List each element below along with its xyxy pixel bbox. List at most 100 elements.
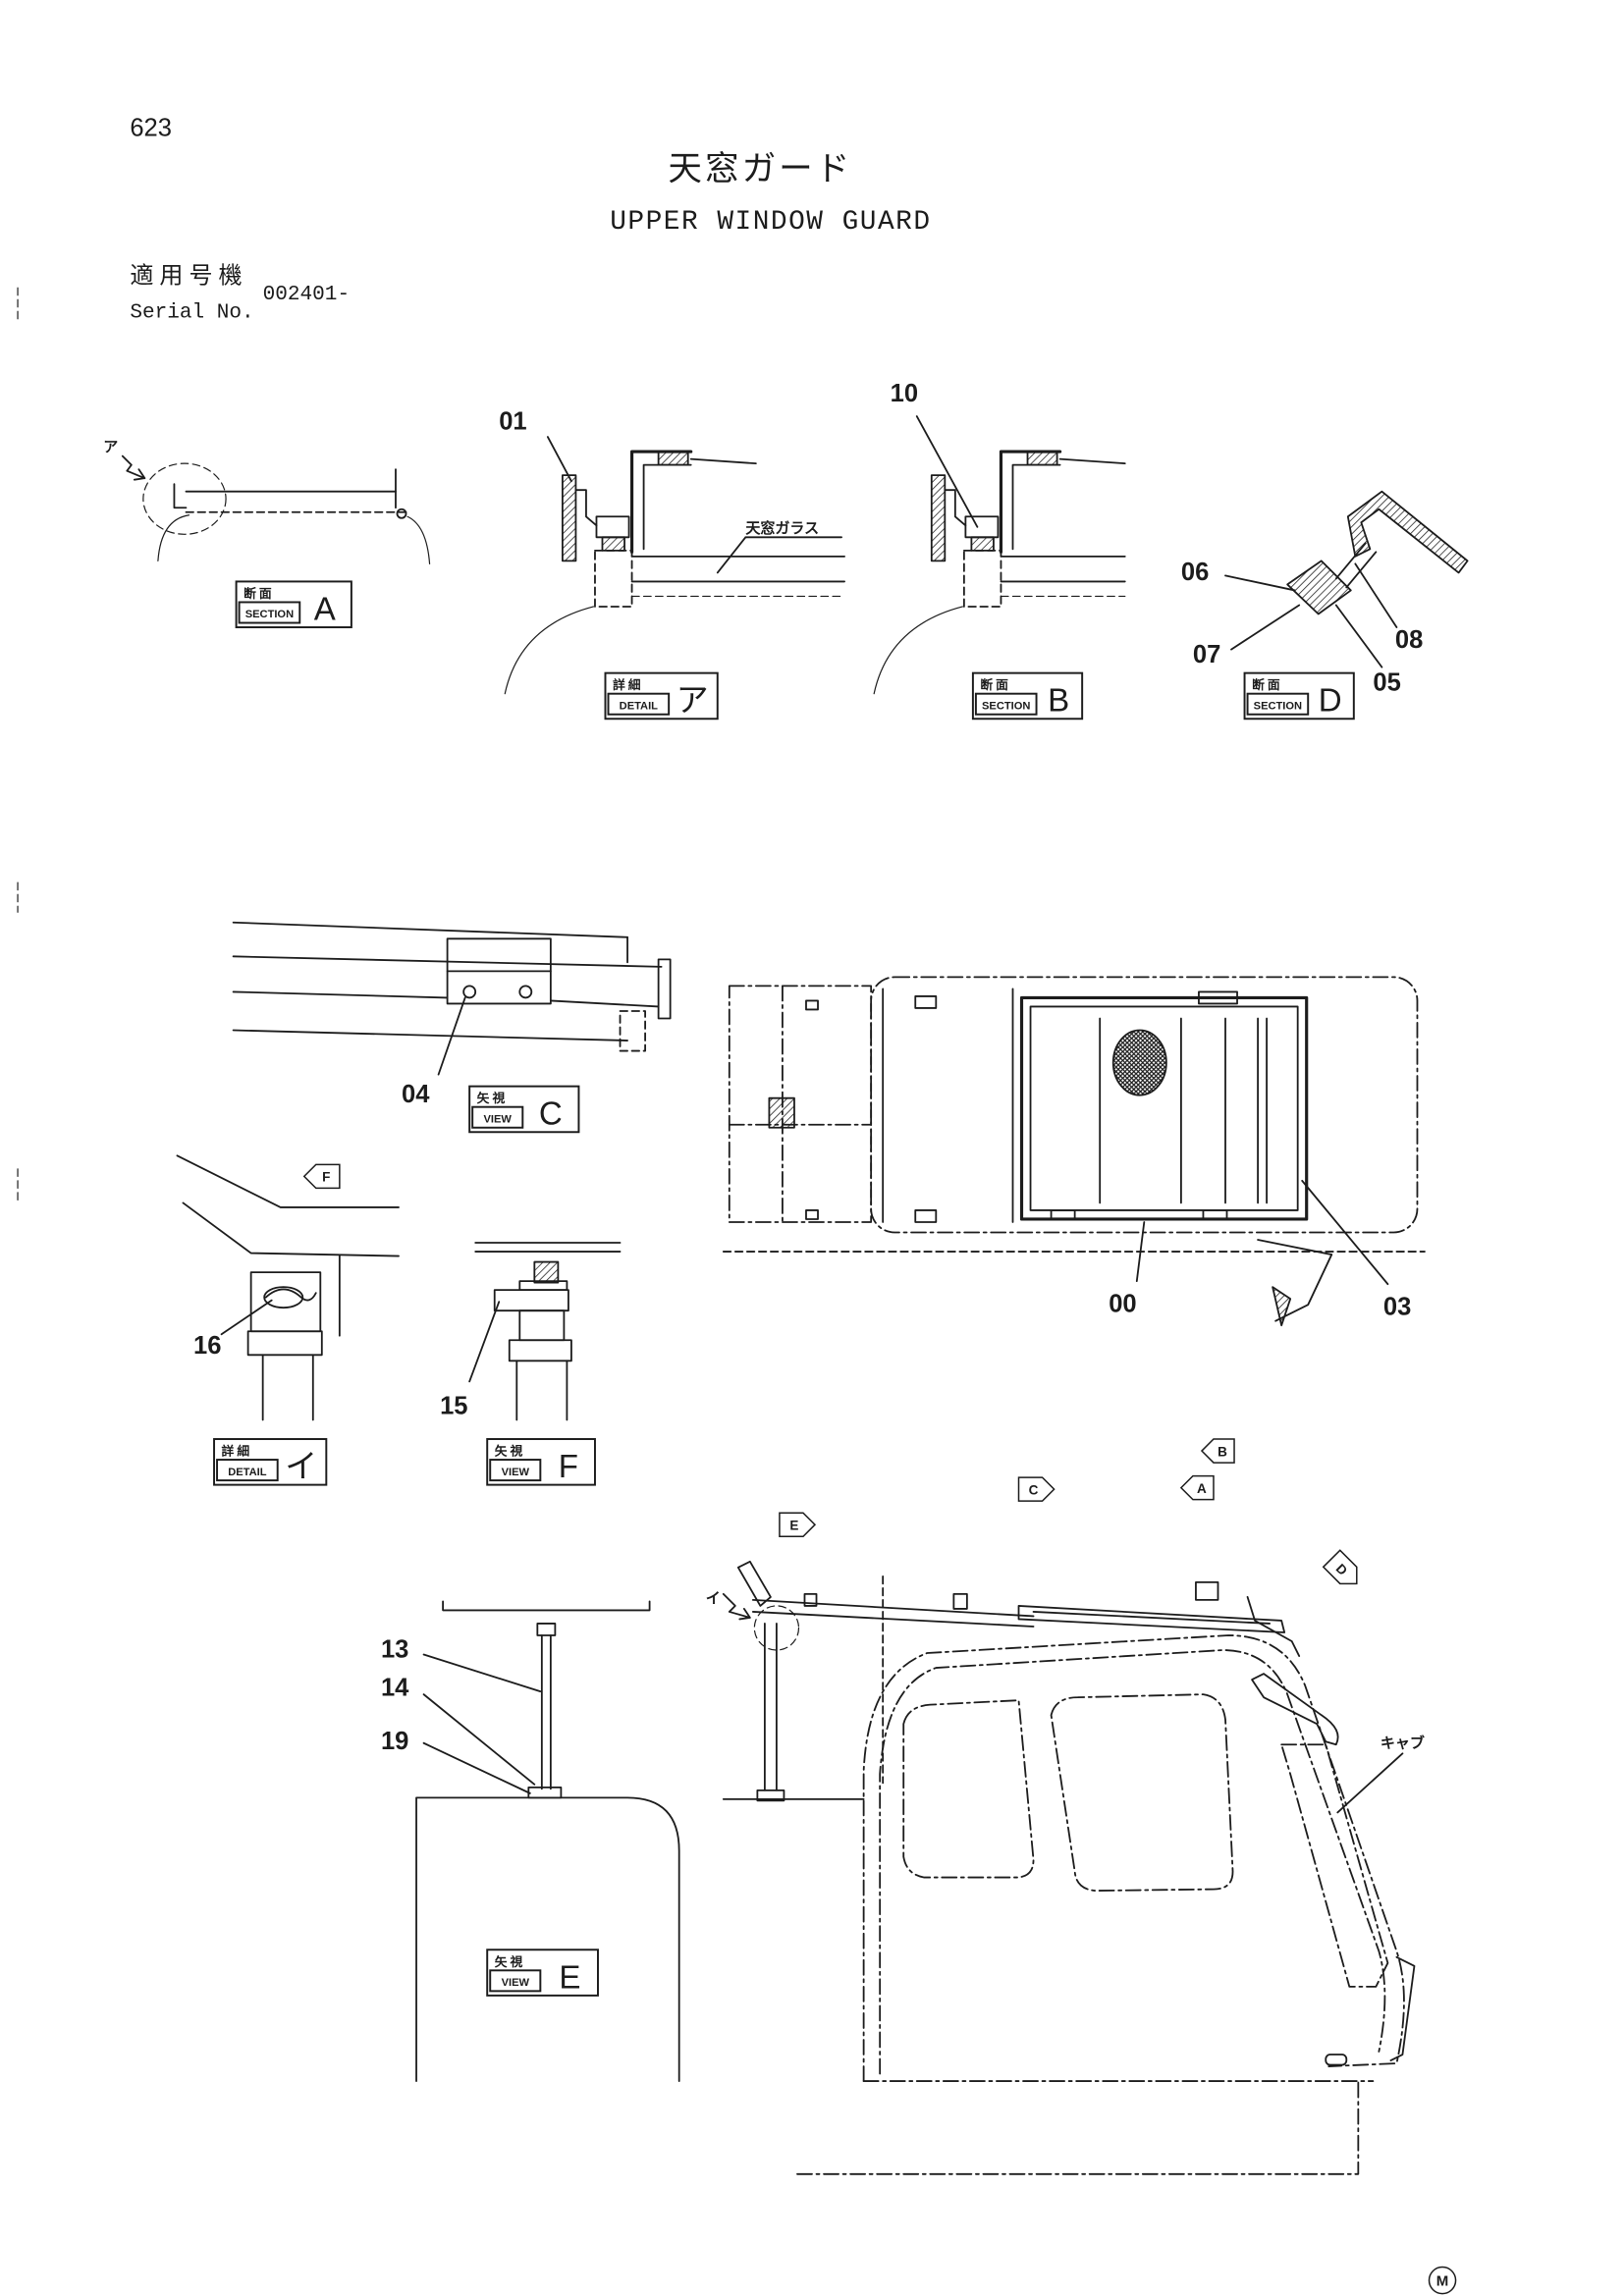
- cab-side-drawing-stroke: [736, 1560, 772, 1607]
- top-view-drawing-stroke: [1257, 1239, 1333, 1322]
- tag-view-e: 矢視 VIEW E: [486, 1949, 599, 1997]
- view-arrow-c: C: [1017, 1476, 1056, 1502]
- top-view-drawing-stroke: [1301, 1179, 1389, 1286]
- view-e-drawing-stroke: [442, 1600, 651, 1612]
- section-d-drawing-stroke: [1334, 542, 1367, 580]
- view-f-drawing-stroke: [468, 1301, 501, 1383]
- view-e-drawing-stroke: [415, 1796, 680, 2082]
- cab-side-drawing-stroke: [1032, 1611, 1272, 1625]
- view-arrow-f-letter: F: [322, 1170, 330, 1185]
- cab-side-drawing-stroke: [1246, 1595, 1301, 1657]
- tag-section-a-letter: A: [314, 592, 336, 628]
- circled-mark: M: [1428, 2266, 1457, 2295]
- view-c-drawing-stroke: [232, 921, 628, 938]
- section-d-drawing-stroke: [1224, 574, 1296, 592]
- tag-section-d-letter: D: [1319, 683, 1342, 720]
- pointer-arrow-i: [722, 1592, 751, 1621]
- top-view-drawing-stroke: [1198, 990, 1238, 1005]
- tag-view-f-stroke: [489, 1459, 542, 1482]
- detail-a-drawing-stroke: [657, 451, 689, 466]
- top-view-drawing-stroke: [1111, 1029, 1167, 1096]
- view-arrow-b-letter: B: [1218, 1444, 1227, 1459]
- tag-detail-a: 詳細 DETAIL ア: [604, 671, 719, 721]
- top-view-drawing-stroke: [1135, 1221, 1146, 1283]
- section-b-drawing-stroke-stroke: [962, 549, 1002, 608]
- part-number-05: 05: [1373, 669, 1400, 697]
- view-c-drawing-stroke: [619, 1010, 646, 1052]
- pointer-label-i: イ: [706, 1590, 721, 1607]
- tag-section-b: 断面 SECTION B: [971, 671, 1084, 721]
- detail-a-drawing-stroke: [546, 436, 572, 483]
- top-view-drawing-stroke: [1050, 1209, 1076, 1220]
- tag-view-c-jp: 矢視: [477, 1091, 509, 1105]
- cab-callout: キャブ: [1380, 1734, 1425, 1751]
- section-b-drawing-stroke-stroke: [930, 474, 947, 562]
- detail-a-drawing: [504, 436, 845, 695]
- tag-view-e-jp: 矢視: [495, 1954, 526, 1969]
- tag-detail-a-stroke: [607, 692, 671, 716]
- view-arrow-e-letter: E: [789, 1518, 798, 1532]
- detail-a-drawing-stroke: [594, 549, 633, 608]
- tag-section-d-jp: 断面: [1252, 677, 1283, 692]
- top-view-drawing-stroke: [870, 976, 1419, 1234]
- pointer-arrow-a: [121, 454, 146, 481]
- tag-section-b-en: SECTION: [982, 700, 1030, 712]
- section-d-drawing-stroke: [1286, 560, 1352, 615]
- tag-section-a-jp: 断面: [244, 586, 275, 601]
- part-number-01: 01: [499, 408, 526, 436]
- view-c-drawing-stroke: [518, 985, 533, 999]
- tag-detail-a-en: DETAIL: [620, 700, 659, 712]
- section-b-drawing-stroke-stroke: [1026, 451, 1058, 466]
- view-arrow-a-letter: A: [1197, 1481, 1207, 1496]
- tag-detail-i-stroke: [216, 1459, 279, 1482]
- section-a-drawing-stroke: [396, 507, 407, 519]
- tag-section-d: 断面 SECTION D: [1243, 671, 1355, 721]
- part-number-19: 19: [381, 1728, 408, 1755]
- view-arrow-f: F: [302, 1163, 341, 1190]
- part-number-03: 03: [1383, 1294, 1411, 1321]
- detail-i-drawing-stroke: [220, 1299, 273, 1336]
- part-number-00: 00: [1109, 1291, 1136, 1318]
- detail-a-drawing-stroke: [716, 536, 747, 574]
- tag-detail-i: 詳細 DETAIL イ: [213, 1438, 328, 1486]
- applicability-label-jp: 適用号機: [130, 263, 247, 290]
- cab-side-drawing-stroke: [751, 1611, 1035, 1628]
- cab-side-drawing-stroke: [803, 1592, 818, 1607]
- view-c-drawing-stroke: [437, 996, 466, 1076]
- detail-a-drawing-stroke: [561, 474, 577, 562]
- tag-section-b-jp: 断面: [980, 677, 1011, 692]
- tag-section-a-stroke: [238, 601, 301, 624]
- circled-mark-letter: M: [1436, 2272, 1449, 2289]
- page-title-jp: 天窓ガード: [668, 150, 852, 187]
- tag-view-c-stroke: [471, 1105, 524, 1129]
- cab-side-drawing-stroke: [1389, 1955, 1416, 2061]
- section-d-drawing-stroke: [1354, 562, 1398, 628]
- view-arrow-d-stroke: [1322, 1549, 1358, 1585]
- tag-detail-a-letter: ア: [677, 683, 709, 720]
- glass-callout: 天窓ガラス: [745, 519, 819, 537]
- cab-side-drawing-stroke: [756, 1789, 785, 1802]
- cab-side-drawing-stroke: [1050, 1693, 1234, 1893]
- top-view-drawing-stroke: [914, 995, 938, 1009]
- tag-view-f-jp: 矢視: [495, 1444, 526, 1459]
- section-b-drawing-stroke-stroke: [970, 536, 995, 552]
- part-number-08: 08: [1395, 626, 1423, 654]
- view-f-drawing-stroke: [533, 1260, 560, 1284]
- tag-section-d-stroke: [1246, 692, 1310, 716]
- part-number-04: 04: [402, 1081, 430, 1108]
- cab-side-drawing: [722, 1560, 1416, 2175]
- view-c-drawing-stroke: [549, 999, 660, 1008]
- tag-view-c-letter: C: [539, 1096, 563, 1133]
- circled-mark-stroke: [1428, 2266, 1457, 2295]
- cab-side-drawing-stroke: [1280, 1743, 1389, 1988]
- view-f-drawing: [468, 1242, 622, 1421]
- detail-i-drawing-stroke: [182, 1201, 400, 1257]
- view-arrow-a: A: [1179, 1474, 1215, 1501]
- cab-side-drawing-stroke: [751, 1599, 1035, 1618]
- view-arrow-b-stroke: [1200, 1438, 1235, 1464]
- section-b-drawing-stroke-stroke: [1058, 457, 1126, 465]
- applicability-label-en: Serial No.: [130, 300, 253, 324]
- section-d-drawing: [1224, 490, 1469, 668]
- view-arrow-b: B: [1200, 1438, 1235, 1464]
- view-e-drawing-stroke: [422, 1653, 542, 1693]
